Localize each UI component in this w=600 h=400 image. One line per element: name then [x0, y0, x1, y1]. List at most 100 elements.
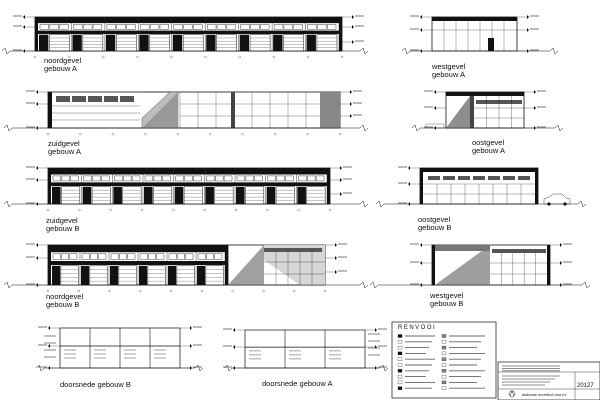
- parapet-band: [265, 168, 297, 175]
- window: [267, 175, 276, 182]
- level-marker-icon: [233, 345, 235, 349]
- grid-axis-marker: [170, 55, 173, 59]
- level-marker-icon: [48, 326, 50, 330]
- floor-band: [238, 30, 273, 34]
- grid-axis-marker: [234, 208, 238, 212]
- grid-axis-marker: [176, 132, 179, 136]
- overhead-door: [149, 34, 171, 52]
- window: [173, 24, 183, 30]
- level-marker-icon: [23, 25, 25, 29]
- entrance-door: [144, 186, 153, 204]
- overhead-door: [214, 186, 234, 205]
- break-symbol: [577, 200, 587, 208]
- window: [104, 96, 118, 102]
- entrance-door: [236, 186, 245, 204]
- grid-axis-marker: [67, 55, 71, 59]
- level-marker-icon: [350, 90, 352, 94]
- shaded-wall-area: [435, 245, 490, 251]
- level-marker-icon: [190, 366, 192, 370]
- level-marker-icon: [527, 28, 529, 32]
- parapet-band: [38, 17, 72, 24]
- legend-swatch: [441, 357, 447, 361]
- grid-axis-marker: [293, 289, 296, 293]
- window: [49, 24, 59, 30]
- level-marker-icon: [340, 166, 342, 170]
- renvooi-title: RENVOOI: [398, 325, 437, 331]
- grid-axis-marker: [108, 289, 111, 293]
- window: [193, 175, 202, 182]
- parapet-band: [272, 17, 306, 24]
- break-symbol: [401, 47, 411, 55]
- floor-band: [51, 182, 82, 186]
- grid-axis-marker: [46, 289, 50, 293]
- entrance-door: [139, 265, 148, 285]
- door: [488, 38, 494, 51]
- window: [59, 24, 69, 30]
- window: [148, 253, 156, 260]
- level-marker-icon: [335, 256, 337, 260]
- window: [226, 24, 236, 30]
- legend-swatch: [397, 340, 403, 344]
- elevation-zuidgevel-gebouw-a: [3, 90, 369, 136]
- legend-swatch: [441, 374, 447, 379]
- floor-band: [109, 261, 138, 265]
- break-symbol: [379, 364, 389, 372]
- window: [159, 24, 169, 30]
- overhead-door: [183, 186, 203, 205]
- grid-axis-marker: [306, 132, 309, 136]
- legend-swatch: [397, 345, 403, 350]
- floor-band: [305, 30, 339, 34]
- entrance-door: [206, 34, 216, 51]
- entrance-door: [273, 34, 283, 51]
- level-marker-icon: [36, 243, 38, 247]
- window: [315, 175, 325, 182]
- level-marker-icon: [420, 243, 422, 247]
- overhead-door: [82, 34, 104, 52]
- break-symbol: [359, 47, 369, 55]
- break-symbol: [375, 200, 385, 208]
- level-marker-icon: [48, 344, 50, 348]
- grid-axis-marker: [323, 289, 327, 293]
- window: [273, 24, 284, 30]
- stair-hatch-area: [435, 245, 490, 285]
- floor-band: [138, 261, 167, 265]
- level-marker-icon: [527, 15, 529, 19]
- window: [52, 253, 61, 260]
- legend-swatch: [397, 351, 403, 356]
- grid-axis-marker: [231, 289, 234, 293]
- elevation-westgevel-gebouw-a: [401, 15, 559, 55]
- window: [39, 24, 50, 30]
- parapet-band: [173, 168, 205, 175]
- floor-band: [38, 30, 72, 34]
- grid-axis-marker: [46, 208, 50, 212]
- window: [83, 175, 92, 182]
- level-marker-icon: [560, 243, 562, 247]
- window: [70, 175, 79, 182]
- grid-axis-marker: [262, 289, 265, 293]
- break-symbol: [359, 124, 369, 132]
- level-marker-icon: [434, 106, 436, 110]
- window: [119, 253, 127, 260]
- window: [236, 175, 246, 182]
- break-symbol: [369, 281, 379, 289]
- entrance-door: [72, 34, 82, 51]
- label-doorsnede-gebouw-a: doorsnede gebouw A: [262, 379, 333, 388]
- level-marker-icon: [420, 261, 422, 265]
- window: [197, 253, 206, 260]
- level-marker-icon: [534, 90, 536, 94]
- facade-end-wall: [48, 168, 51, 204]
- firm-logo-icon: [509, 390, 515, 397]
- entrance-door: [297, 186, 306, 204]
- entrance-door: [172, 34, 183, 51]
- elevation-noordgevel-gebouw-b: [3, 243, 369, 293]
- level-marker-icon: [408, 182, 410, 186]
- overhead-door: [249, 34, 271, 52]
- parapet-band: [112, 168, 143, 175]
- floor-band: [272, 30, 306, 34]
- entrance-door: [139, 34, 149, 51]
- legend-swatch: [441, 369, 447, 373]
